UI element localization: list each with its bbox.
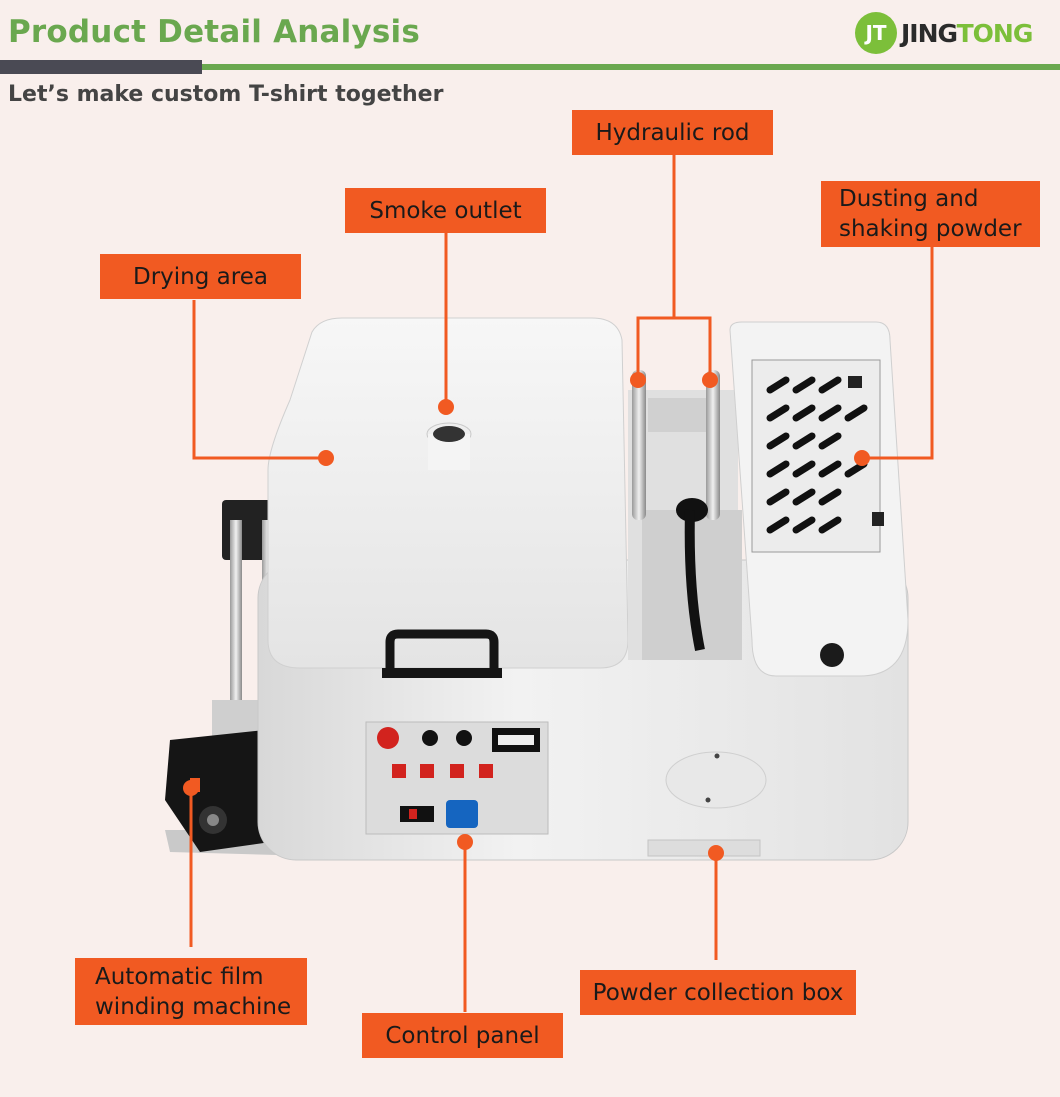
callout-hydraulic-rod: Hydraulic rod: [572, 110, 773, 155]
callout-control-panel-text: Control panel: [385, 1022, 540, 1049]
brand-name-part2: TONG: [956, 18, 1034, 48]
jt-logo-icon: JT: [855, 12, 897, 54]
hydraulic-section: [628, 370, 742, 660]
drying-lid: [267, 317, 629, 678]
callout-smoke-outlet: Smoke outlet: [345, 188, 546, 233]
header-bar-dark: [0, 60, 202, 74]
leader-dots: [183, 372, 870, 861]
leader-lines: [189, 155, 934, 1012]
callout-powder-box: Powder collection box: [580, 970, 856, 1015]
callout-drying-area: Drying area: [100, 254, 301, 299]
brand-logo: JT JINGTONG: [855, 12, 1034, 54]
callout-dusting-text: Dusting and shaking powder: [839, 186, 1022, 242]
callout-film-winding: Automatic film winding machine: [75, 958, 307, 1025]
callout-dusting: Dusting and shaking powder: [821, 181, 1040, 247]
callout-smoke-outlet-text: Smoke outlet: [369, 197, 522, 224]
brand-name: JINGTONG: [901, 18, 1034, 48]
page-title: Product Detail Analysis: [8, 14, 421, 50]
header-bar-green: [202, 64, 1060, 70]
callout-drying-area-text: Drying area: [133, 263, 268, 290]
callout-powder-box-text: Powder collection box: [592, 979, 844, 1006]
callout-control-panel: Control panel: [362, 1013, 563, 1058]
callout-film-winding-text: Automatic film winding machine: [95, 963, 292, 1020]
page-subtitle: Let’s make custom T-shirt together: [8, 82, 444, 107]
callout-hydraulic-rod-text: Hydraulic rod: [595, 119, 750, 146]
brand-name-part1: JING: [901, 18, 958, 48]
dusting-unit: [729, 321, 909, 677]
control-panel-graphic: [365, 721, 549, 835]
